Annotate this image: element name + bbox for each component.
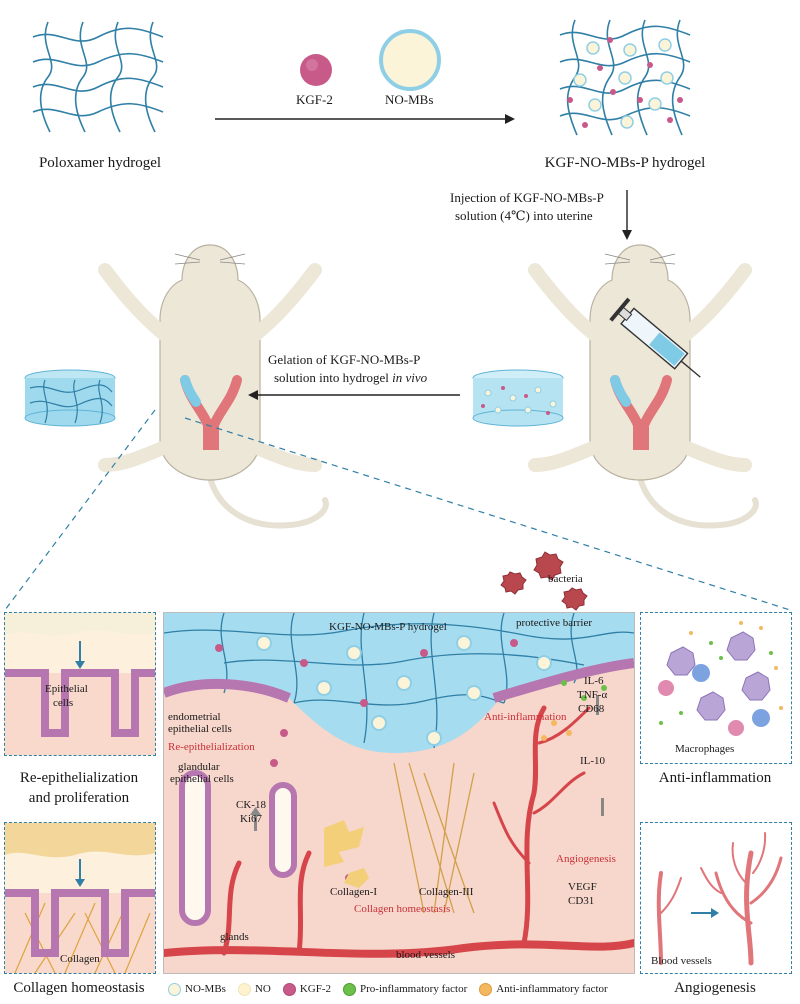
- ki67-label: Ki67: [240, 813, 262, 825]
- endometrial-label-1: endometrial: [168, 711, 221, 723]
- panel-center: KGF-NO-MBs-P hydrogel protective barrier…: [163, 612, 635, 974]
- legend-label: KGF-2: [299, 983, 332, 995]
- tnf-label: TNF-α: [577, 689, 608, 701]
- hydrogel-cylinder-in-vivo: [24, 369, 116, 427]
- legend-item: Pro-inflammatory factor: [343, 982, 468, 996]
- legend-swatch: [343, 982, 357, 996]
- vegf-label: VEGF: [568, 881, 597, 893]
- legend-swatch: [282, 982, 296, 996]
- angiogenesis-center-label: Angiogenesis: [556, 853, 616, 865]
- kgf-2-icon: [300, 54, 332, 86]
- gelation-line-2: solution into hydrogel in vivo: [274, 370, 427, 386]
- injection-line-2: solution (4℃) into uterine: [455, 208, 593, 223]
- ck18-label: CK-18: [236, 799, 266, 811]
- zoom-connectors: [4, 409, 791, 611]
- gelation-line-2-b: in vivo: [392, 370, 428, 385]
- kgf-2-label: KGF-2: [296, 92, 333, 107]
- no-mbs-icon: [379, 29, 441, 91]
- legend: NO-MBs NO KGF-2 Pro-inflammatory factor Anti…: [168, 979, 638, 999]
- epithelial-cells-label-2: cells: [53, 697, 74, 709]
- legend-label: NO-MBs: [185, 983, 226, 995]
- legend-label: NO: [254, 983, 271, 995]
- glands-label: glands: [220, 931, 249, 943]
- panel-anti-inflammation: Macrophages: [640, 612, 792, 764]
- blood-vessels-center-label: blood vessels: [396, 949, 455, 961]
- gelation-arrow: [248, 390, 460, 400]
- legend-label: Pro-inflammatory factor: [360, 983, 468, 995]
- cd31-label: CD31: [568, 895, 595, 907]
- legend-label: Anti-inflammatory factor: [496, 983, 608, 995]
- panel-angiogenesis: Blood vessels: [640, 822, 792, 974]
- angiogenesis-title: Angiogenesis: [674, 980, 756, 996]
- legend-item: KGF-2: [282, 982, 332, 996]
- injection-line-1: Injection of KGF-NO-MBs-P: [450, 190, 604, 205]
- anti-inflammation-center-label: Anti-inflammation: [484, 711, 567, 723]
- no-mbs-label: NO-MBs: [385, 92, 434, 107]
- glandular-label-1: glandular: [178, 761, 220, 773]
- center-hydrogel-label: KGF-NO-MBs-P hydrogel: [329, 621, 447, 633]
- collagen3-label: Collagen-III: [419, 886, 474, 898]
- cd68-label: CD68: [578, 703, 605, 715]
- panel-reepithelialization: Epithelial cells: [4, 612, 156, 756]
- reepi-title-1: Re-epithelialization: [19, 770, 139, 786]
- gelation-line-1: Gelation of KGF-NO-MBs-P: [268, 352, 421, 367]
- product-hydrogel-label: KGF-NO-MBs-P hydrogel: [544, 155, 706, 171]
- bacteria-label: bacteria: [548, 573, 583, 585]
- anti-inflammation-title: Anti-inflammation: [658, 770, 772, 786]
- product-hydrogel-mesh: [559, 19, 691, 136]
- injection-arrow: [622, 190, 632, 240]
- legend-swatch: [479, 982, 493, 996]
- endometrial-label-2: epithelial cells: [168, 723, 232, 735]
- legend-swatch: [237, 982, 251, 996]
- il10-label: IL-10: [580, 755, 606, 767]
- solution-cylinder: [472, 369, 564, 427]
- collagen-title: Collagen homeostasis: [13, 980, 145, 996]
- legend-swatch: [168, 982, 181, 996]
- syringe-icon: [609, 297, 701, 378]
- collagen-homeostasis-center-label: Collagen homeostasis: [354, 903, 451, 915]
- collagen-label: Collagen: [60, 953, 100, 965]
- epithelial-cells-label-1: Epithelial: [45, 683, 88, 695]
- macrophages-label: Macrophages: [675, 743, 735, 755]
- bacteria-icon: [500, 551, 588, 611]
- legend-item: Anti-inflammatory factor: [479, 982, 608, 996]
- legend-item: NO: [237, 982, 271, 996]
- poloxamer-label: Poloxamer hydrogel: [38, 155, 162, 171]
- glandular-label-2: epithelial cells: [170, 773, 234, 785]
- mouse-left: [98, 244, 329, 529]
- legend-item: NO-MBs: [168, 982, 226, 996]
- collagen1-label: Collagen-I: [330, 886, 378, 898]
- blood-vessels-right-label: Blood vessels: [651, 955, 712, 967]
- protective-barrier-label: protective barrier: [516, 617, 593, 629]
- mixing-arrow: [215, 114, 515, 124]
- poloxamer-hydrogel-mesh: [32, 21, 164, 133]
- gelation-line-2-a: solution into hydrogel: [274, 370, 393, 385]
- il6-label: IL-6: [584, 675, 604, 687]
- reepi-center-label: Re-epithelialization: [168, 741, 255, 753]
- reepi-title-2: and proliferation: [28, 790, 130, 806]
- panel-collagen: Collagen: [4, 822, 156, 974]
- mouse-right: [528, 244, 759, 529]
